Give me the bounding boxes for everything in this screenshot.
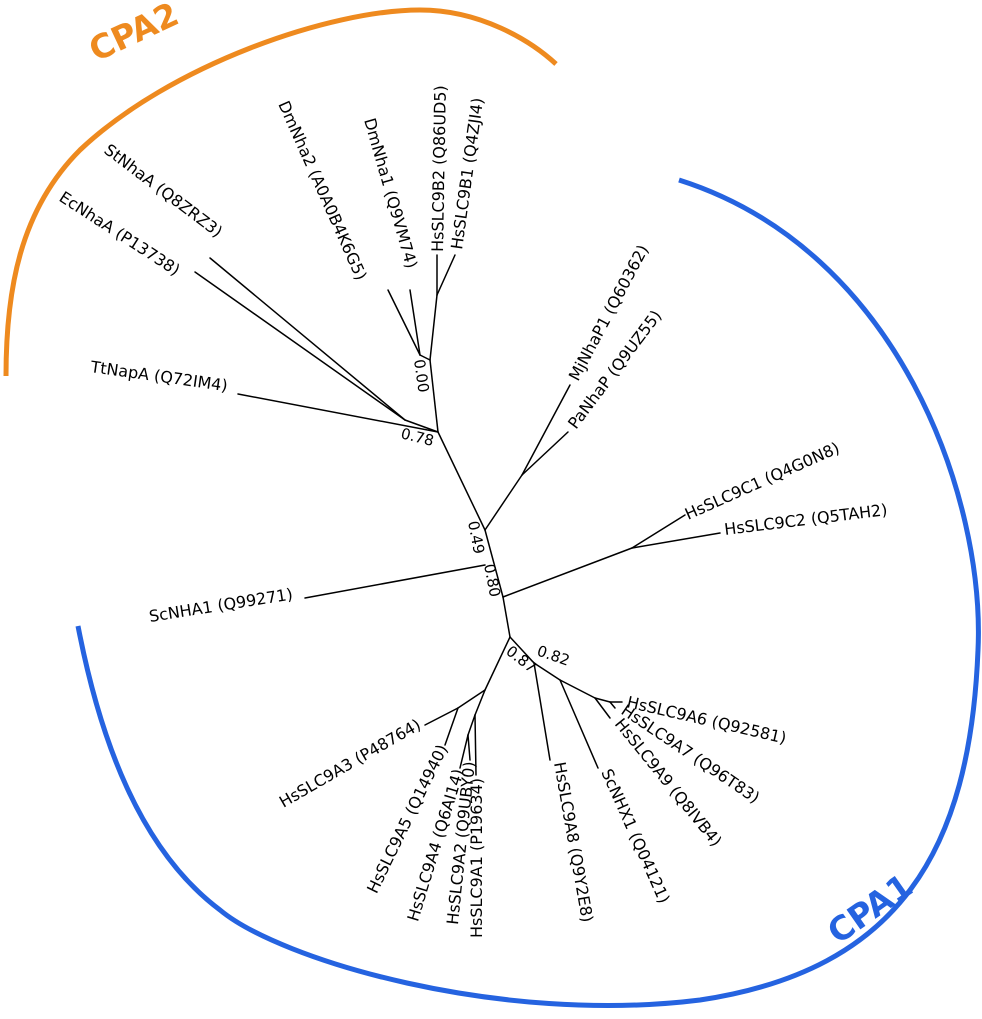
support-value-082: 0.82 — [535, 642, 572, 670]
branch-slc9c-clade — [502, 547, 633, 598]
branch-hsslc9a7 — [609, 701, 616, 709]
leaf-label-hsslc9a3: HsSLC9A3 (P48764) — [276, 715, 424, 811]
branch-endosomal — [533, 662, 561, 681]
branch-stnhaa — [209, 257, 406, 421]
branch-hsslc9a1 — [474, 714, 477, 776]
branch-plasma-a4a2a1 — [474, 689, 486, 716]
support-value-078: 0.78 — [399, 424, 436, 450]
branch-panhap — [521, 431, 569, 476]
branch-hsslc9c1 — [631, 514, 686, 549]
branch-dmnha-inner — [419, 354, 431, 361]
support-value-080: 0.80 — [480, 562, 504, 598]
branch-dmnha1 — [409, 289, 421, 356]
branch-hsslc9a9 — [594, 697, 611, 719]
leaf-label-scnha1: ScNHA1 (Q99271) — [148, 584, 294, 625]
branch-hsslc9b1 — [436, 254, 456, 296]
cpa2-group-arc — [3, 7, 558, 377]
support-value-000: 0.00 — [410, 358, 432, 394]
branch-b-clade — [429, 294, 438, 361]
cpa1-group-arc — [75, 177, 981, 1008]
leaf-label-dmnha1: DmNha1 (Q9VM74) — [360, 116, 421, 271]
branch-n078-to-n049 — [437, 431, 486, 531]
leaf-label-hsslc9a1: HsSLC9A1 (P19634) — [467, 778, 486, 938]
branch-n049-to-n080 — [484, 529, 504, 598]
support-value-087: 0.87 — [503, 642, 540, 677]
cpa2-group-label: CPA2 — [83, 0, 185, 69]
leaf-label-dmnha2: DmNha2 (A0A0B4K6G5) — [274, 98, 370, 283]
branch-hsslc9a8 — [533, 662, 551, 761]
branch-dmnha2 — [387, 289, 421, 356]
branch-a6a7a9 — [559, 679, 596, 699]
branch-scnha1 — [304, 564, 486, 599]
branch-plasma-a5a3 — [457, 689, 486, 709]
branch-n080-to-n087 — [502, 596, 511, 638]
branch-mjnhap1 — [521, 384, 571, 476]
branch-hsslc9a3 — [424, 707, 459, 726]
branch-a6a7 — [594, 697, 611, 703]
branch-hsslc9a2 — [467, 734, 471, 761]
branch-hsslc9a4 — [459, 734, 469, 769]
leaf-label-hsslc9c2: HsSLC9C2 (Q5TAH2) — [723, 500, 888, 539]
branch-hsslc9c2 — [631, 532, 721, 549]
branch-n087-to-n082 — [509, 636, 535, 664]
branch-nhap-clade — [484, 474, 523, 531]
branch-hsslc9a5 — [444, 707, 459, 746]
leaf-label-hsslc9a8: HsSLC9A8 (Q9Y2E8) — [550, 760, 597, 923]
cpa1-group-label: CPA1 — [820, 866, 919, 952]
leaf-label-ttnapa: TtNapA (Q72IM4) — [88, 357, 228, 395]
branch-scnhx1 — [559, 679, 599, 769]
branch-a4a2-inner — [467, 714, 476, 736]
branch-ttnapa — [237, 393, 439, 433]
branch-n087-to-plasma — [484, 636, 511, 691]
leaf-label-hsslc9b2: HsSLC9B2 (Q86UD5) — [428, 85, 450, 252]
leaf-label-hsslc9b1: HsSLC9B1 (Q4ZJI4) — [447, 97, 487, 251]
branch-n000-to-n078 — [429, 359, 439, 433]
branch-cpa2-inner — [404, 419, 439, 433]
support-value-049: 0.49 — [464, 519, 488, 555]
branch-ecnhaa — [194, 271, 406, 421]
